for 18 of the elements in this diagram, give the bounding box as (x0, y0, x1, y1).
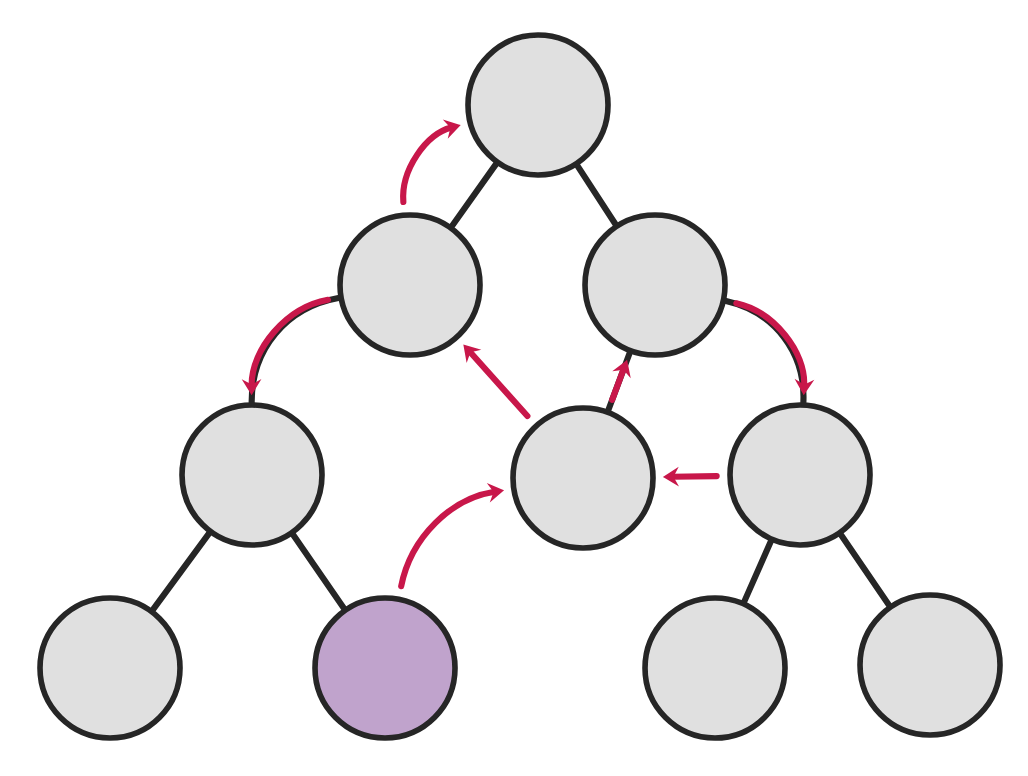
tree-node-circle (857, 592, 1003, 738)
tree-node-circle (582, 212, 728, 358)
tree-node-circle (727, 402, 873, 548)
tree-node-circle (179, 402, 325, 548)
tree-node-circle (312, 595, 458, 741)
tree-node-circle (337, 212, 483, 358)
connector-line (248, 294, 342, 406)
tree-node-circle (510, 405, 656, 551)
tree-node-circle (642, 595, 788, 741)
connector-line (574, 162, 619, 228)
connector-line (838, 532, 892, 608)
tree-node-circle (465, 32, 611, 178)
connector-line (741, 538, 774, 605)
connector-line (722, 297, 807, 406)
tree-node-circle (37, 595, 183, 741)
connector-line (150, 530, 212, 613)
connector-line (449, 161, 499, 229)
connector-line (290, 531, 347, 612)
